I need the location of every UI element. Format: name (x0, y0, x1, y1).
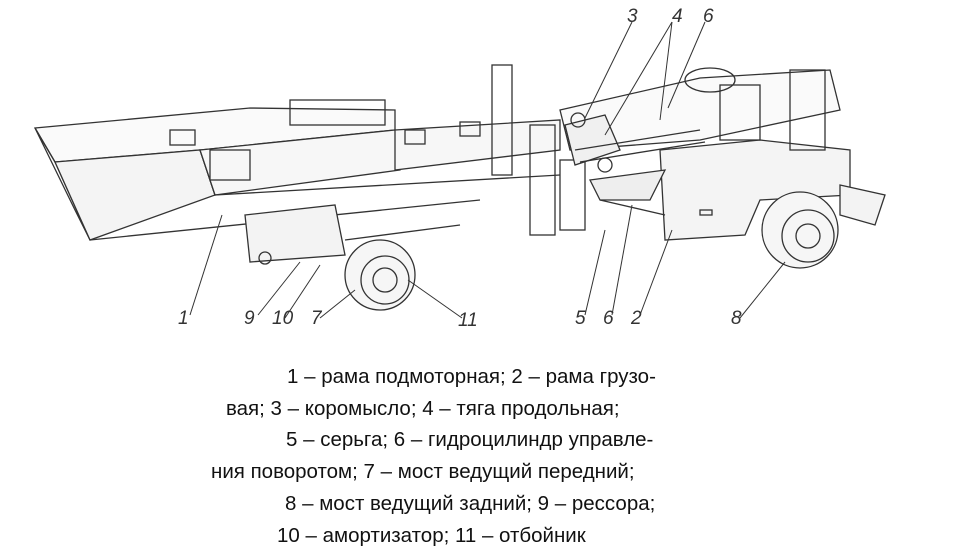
callout-7: 7 (311, 308, 322, 329)
callout-10: 10 (272, 308, 294, 329)
callout-3: 3 (627, 6, 638, 27)
caption-line-4: ния поворотом; 7 – мост ведущий передний… (211, 460, 635, 483)
rocker-and-rod (564, 112, 706, 201)
callout-2: 2 (631, 308, 642, 329)
caption-line-3: 5 – серьга; 6 – гидроцилиндр управле- (286, 428, 654, 451)
callout-9: 9 (244, 308, 255, 329)
caption-line-2: вая; 3 – коромысло; 4 – тяга продольная; (226, 397, 620, 420)
front-frame (33, 99, 561, 241)
callout-6-top: 6 (703, 6, 714, 27)
callout-4: 4 (672, 6, 683, 27)
rear-frame (559, 67, 851, 241)
chassis-drawing (33, 21, 886, 319)
callout-5: 5 (575, 308, 586, 329)
caption-line-6: 10 – амортизатор; 11 – отбойник (277, 524, 586, 547)
front-axle (244, 204, 461, 311)
caption-line-5: 8 – мост ведущий задний; 9 – рессора; (285, 492, 656, 515)
rear-axle (761, 184, 886, 269)
leader-lines (189, 21, 786, 319)
callout-6-bottom: 6 (603, 308, 614, 329)
callout-8: 8 (731, 308, 742, 329)
callout-1: 1 (178, 308, 189, 329)
center-beam (394, 64, 586, 236)
callout-11: 11 (458, 310, 478, 331)
caption-line-1: 1 – рама подмоторная; 2 – рама грузо- (287, 365, 656, 388)
